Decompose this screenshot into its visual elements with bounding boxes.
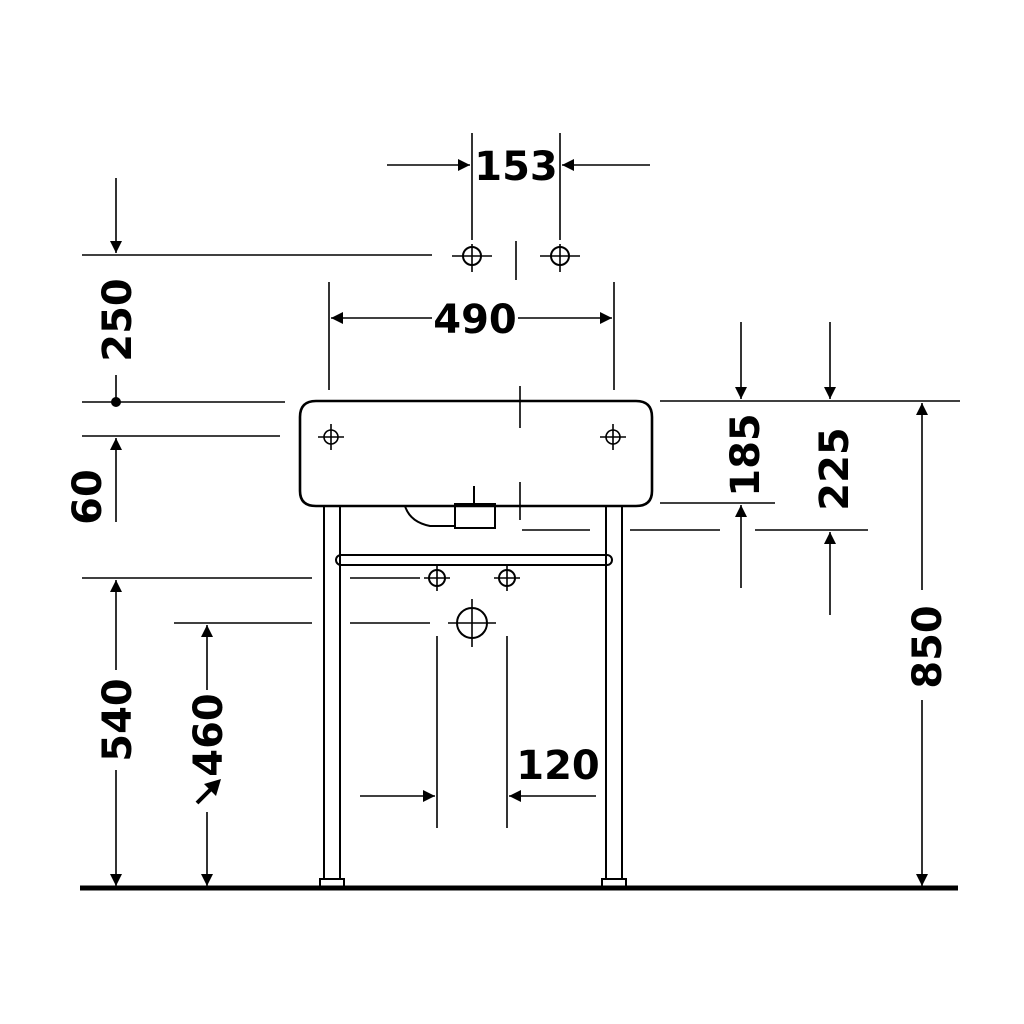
crosshair-circle-icon [452, 244, 492, 272]
crosshair-circle-icon [494, 565, 520, 591]
dim-850: 850 [905, 403, 951, 886]
dim-225: 225 [630, 322, 868, 615]
dim-120: 120 [360, 636, 600, 828]
crosshair-circle-icon [318, 424, 344, 450]
crosshair-circle-icon [424, 565, 450, 591]
dim-540: 540 [82, 577, 312, 886]
dim-490: 490 [328, 282, 615, 390]
crosshair-circle-icon [448, 599, 496, 647]
crosshair-circle-icon [540, 244, 580, 272]
dim-250-label: 250 [95, 278, 141, 362]
basin-outline [298, 399, 654, 508]
dim-120-label: 120 [516, 743, 600, 789]
dim-490-label: 490 [433, 297, 517, 343]
dim-153: 153 [387, 133, 650, 240]
dim-60-label: 60 [65, 469, 111, 525]
dim-185-label: 185 [723, 413, 769, 497]
dim-153-label: 153 [474, 144, 558, 190]
dim-850-label: 850 [905, 605, 951, 689]
dim-460-label: 460 [186, 693, 232, 777]
dim-540-label: 540 [95, 678, 141, 762]
dim-460: 460 [174, 622, 430, 886]
siphon-outlet [404, 486, 496, 529]
dim-185: 185 [660, 322, 960, 588]
stand-frame [319, 506, 627, 888]
arrow-up-right-icon [195, 779, 221, 805]
crosshair-circle-icon [600, 424, 626, 450]
dim-250: 250 [82, 178, 432, 407]
dim-60: 60 [65, 435, 280, 525]
dim-225-label: 225 [812, 427, 858, 511]
